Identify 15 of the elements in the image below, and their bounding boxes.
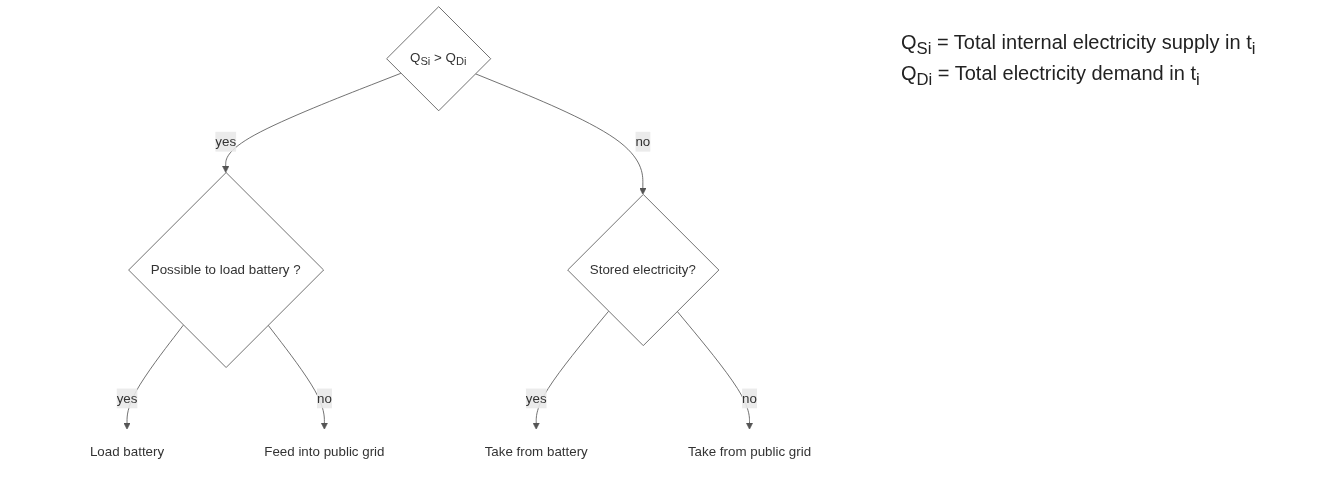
edge-label: yes	[215, 134, 237, 149]
edge-label: yes	[116, 390, 138, 406]
edge-label: no	[316, 390, 332, 406]
node-diamond: Stored electricity?	[567, 194, 720, 347]
node-text: Load battery	[89, 444, 165, 459]
node-diamond: Possible to load battery ?	[128, 172, 325, 368]
node-text: Take from battery	[484, 444, 588, 459]
node-text: Feed into public grid	[264, 444, 385, 459]
edge-label: yes	[525, 390, 547, 406]
node-diamond: Q$_{Si}$ > Q$_{Di}$	[386, 6, 492, 112]
definition-note: Q$_{Si}$ = Total internal electricity supply in t$_{i}$	[901, 30, 1257, 60]
edge-label: no	[635, 134, 651, 149]
node-text: Take from public grid	[687, 444, 812, 459]
edge-label: no	[742, 390, 757, 406]
definition-note: Q$_{Di}$ = Total electricity demand in t$_{i}$	[901, 61, 1201, 91]
